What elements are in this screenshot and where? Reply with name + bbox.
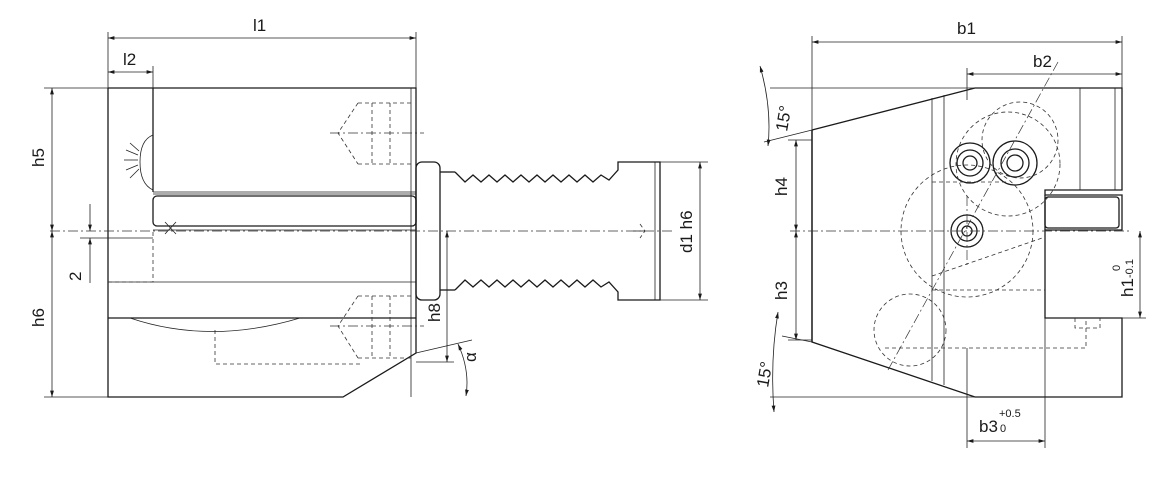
label-b3-upper-tol: +0.5 <box>999 408 1021 420</box>
front-shank <box>415 161 661 301</box>
label-d1-h6: d1 h6 <box>677 210 696 253</box>
side-screw-upper-right <box>992 140 1038 186</box>
side-body-outline <box>811 87 1123 398</box>
front-lower-screw <box>330 295 424 359</box>
side-view: b1 b2 b3 +0.5 0 h1 0 -0.1 h4 h3 15° 15° <box>753 19 1146 448</box>
front-spray-marks <box>124 142 140 179</box>
side-hidden-lines <box>885 181 1101 349</box>
front-upper-screw <box>330 102 424 165</box>
label-dim-2: 2 <box>66 272 85 281</box>
front-hidden-step <box>108 230 154 283</box>
label-l2: l2 <box>123 50 136 69</box>
front-dimensions <box>44 32 708 398</box>
label-b1: b1 <box>957 19 976 38</box>
front-recess-curve <box>139 134 154 191</box>
front-hidden-pocket <box>214 330 360 365</box>
label-b2: b2 <box>1033 52 1052 71</box>
label-b3-lower-tol: 0 <box>1000 423 1006 435</box>
label-h8: h8 <box>425 303 444 322</box>
label-h3: h3 <box>772 281 791 300</box>
label-angle-bottom: 15° <box>753 360 776 389</box>
label-h6: h6 <box>29 308 48 327</box>
front-lower-arc <box>129 317 301 332</box>
side-dimensions <box>759 36 1146 448</box>
label-alpha: α <box>461 352 480 362</box>
front-body-outline <box>107 87 417 398</box>
side-centerline-diag <box>887 61 1059 371</box>
label-angle-top: 15° <box>772 104 795 133</box>
label-l1: l1 <box>253 16 266 35</box>
label-h5: h5 <box>29 148 48 167</box>
label-h1-lower-tol: -0.1 <box>1124 259 1136 278</box>
front-view: l1 l2 h5 h6 2 d1 h6 h8 α <box>29 16 708 398</box>
label-h4: h4 <box>772 177 791 196</box>
label-h1: h1 <box>1118 278 1137 297</box>
label-b3: b3 <box>979 417 998 436</box>
label-h1-upper-tol: 0 <box>1111 265 1123 271</box>
